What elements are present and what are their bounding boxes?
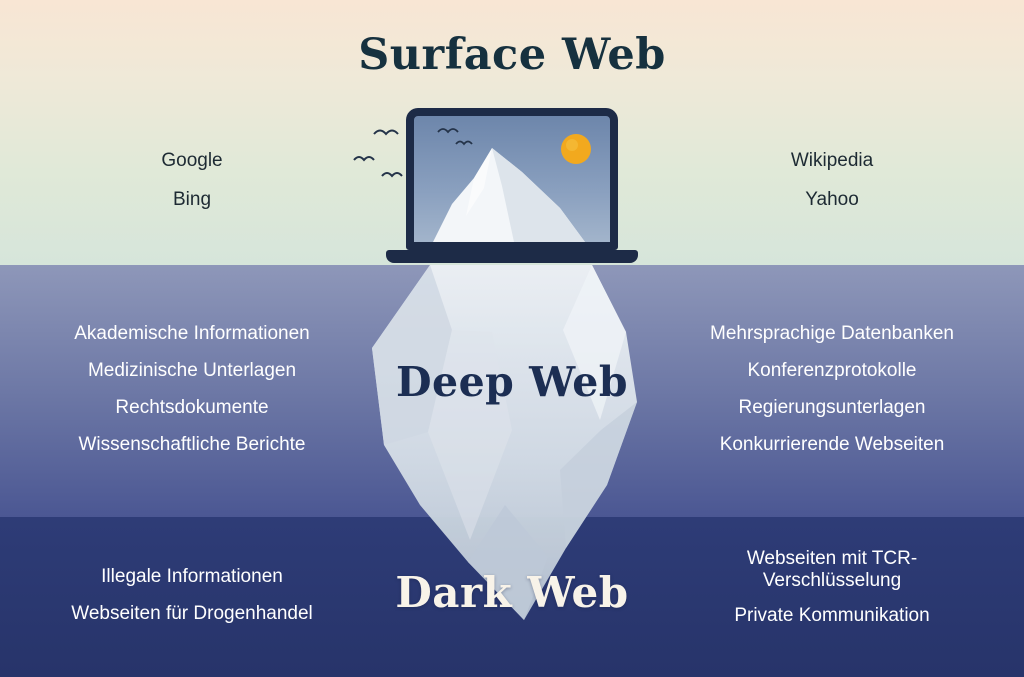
dark-right-labels: Webseiten mit TCR-Verschlüsselung Privat… [640,548,1024,627]
surface-label-yahoo: Yahoo [805,189,859,210]
deep-label: Konferenzprotokolle [747,360,917,381]
surface-label-google: Google [161,150,223,171]
deep-label: Konkurrierende Webseiten [719,434,945,455]
surface-right-labels: Wikipedia Yahoo [640,150,1024,211]
surface-left-labels: Google Bing [0,150,384,211]
dark-label: Illegale Informationen [101,566,283,587]
deep-right-labels: Mehrsprachige Datenbanken Konferenzproto… [640,323,1024,456]
deep-label: Medizinische Unterlagen [87,360,297,381]
laptop-base [386,250,638,263]
deep-label: Wissenschaftliche Berichte [78,434,306,455]
bird-icon [353,129,403,178]
laptop-icon [406,108,618,250]
deep-label: Regierungsunterlagen [738,397,926,418]
dark-label: Webseiten für Drogenhandel [71,603,313,624]
deep-left-labels: Akademische Informationen Medizinische U… [0,323,384,456]
iceberg-tip-shape [433,148,585,242]
deep-label: Rechtsdokumente [115,397,269,418]
deep-label: Akademische Informationen [74,323,310,344]
dark-label: Webseiten mit TCR-Verschlüsselung [746,548,918,591]
deep-web-title: Deep Web [395,358,629,406]
surface-label-wikipedia: Wikipedia [790,150,874,171]
dark-left-labels: Illegale Informationen Webseiten für Dro… [0,566,384,625]
dark-label: Private Kommunikation [734,605,930,626]
surface-label-bing: Bing [172,189,212,210]
surface-web-title: Surface Web [358,30,666,80]
deep-label: Mehrsprachige Datenbanken [710,323,954,344]
dark-web-title: Dark Web [395,568,629,617]
bird-icon [437,128,473,146]
